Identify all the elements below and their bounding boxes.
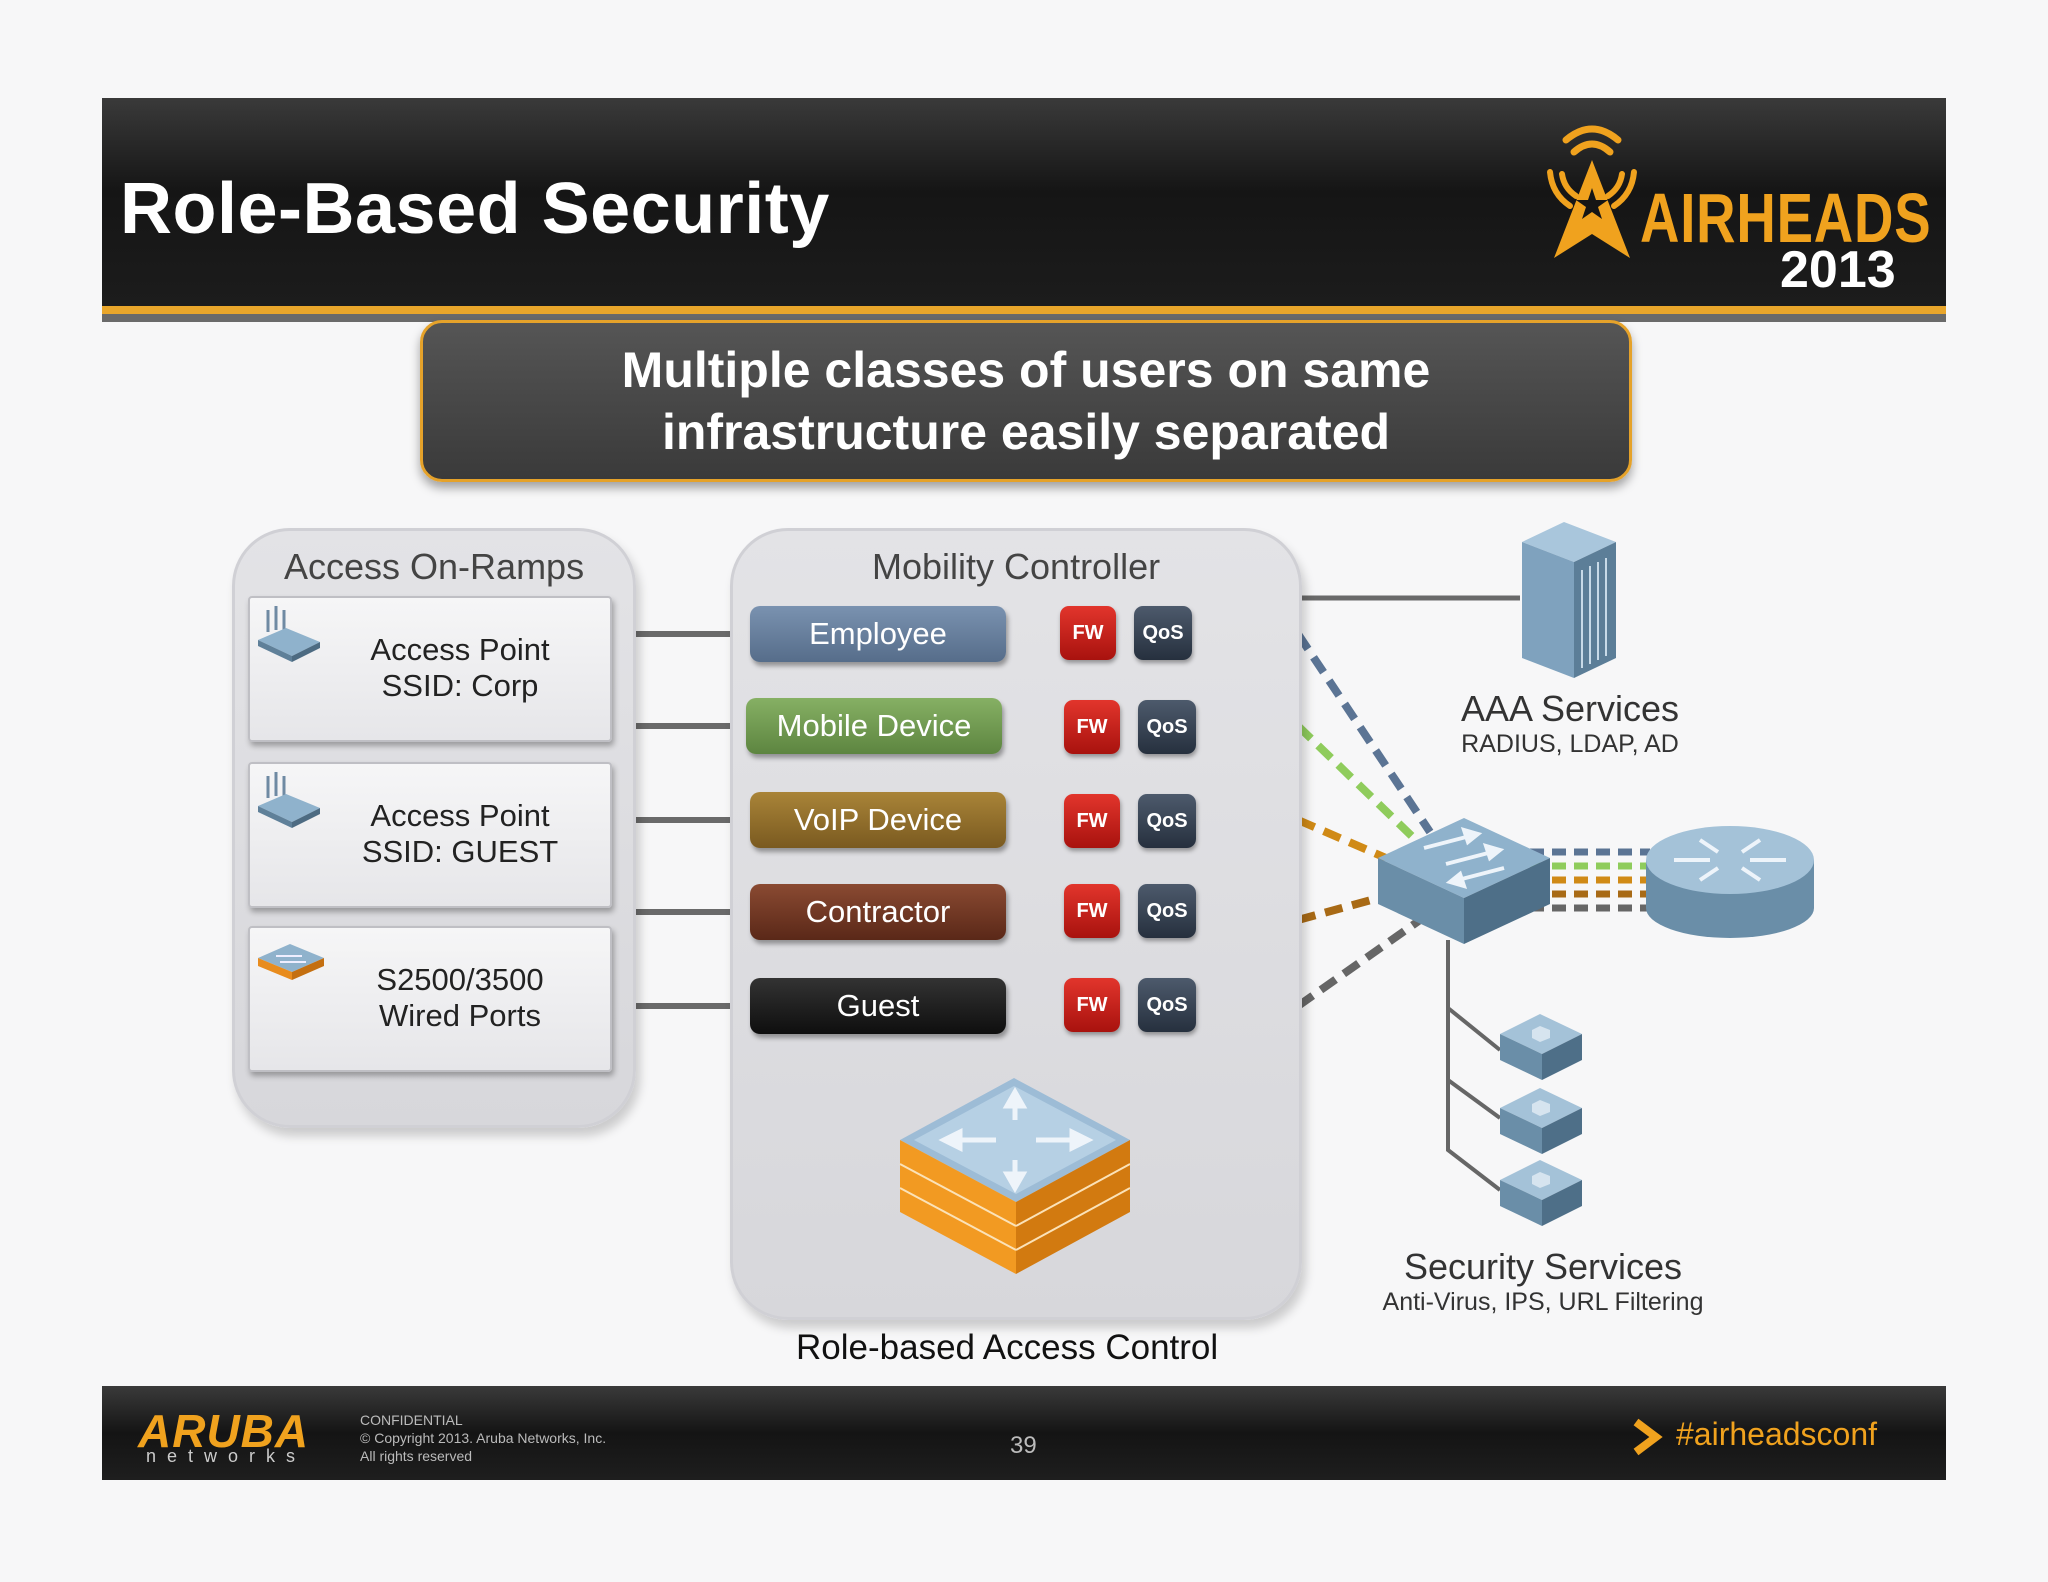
qos-badge: QoS (1138, 978, 1196, 1032)
mobile-tunnel (1295, 723, 1423, 847)
contractor-tunnel (1296, 892, 1388, 924)
role-employee: Employee (750, 606, 1006, 662)
firewall-badge: FW (1060, 606, 1116, 660)
headline-banner: Multiple classes of users on same infras… (420, 320, 1632, 482)
network-switch-icon (1378, 818, 1550, 944)
firewall-controller-icon (899, 1078, 1131, 1274)
onramp-line-2: SSID: Corp (381, 668, 539, 703)
airheads-logo-year: 2013 (1780, 241, 1896, 299)
onramp-text: Access Point SSID: GUEST (290, 798, 630, 870)
firewall-badge: FW (1064, 884, 1120, 938)
aaa-title: AAA Services (1460, 688, 1680, 729)
role-mobile-device: Mobile Device (746, 698, 1002, 754)
security-link (1446, 1006, 1502, 1052)
confidential-label: CONFIDENTIAL (360, 1412, 463, 1428)
header-bar (102, 98, 1946, 306)
rbac-caption: Role-based Access Control (796, 1328, 1219, 1367)
qos-badge: QoS (1134, 606, 1192, 660)
security-appliance-icon (1500, 1160, 1582, 1226)
security-link (1446, 1078, 1502, 1120)
firewall-badge: FW (1064, 978, 1120, 1032)
onramp-card-guest: Access Point SSID: GUEST (248, 762, 612, 908)
onramp-line-2: Wired Ports (379, 998, 541, 1033)
server-icon (1522, 522, 1616, 678)
security-title: Security Services (1403, 1246, 1683, 1287)
access-point-icon (258, 606, 320, 662)
onramp-text: S2500/3500 Wired Ports (290, 962, 630, 1034)
banner-line-2: infrastructure easily separated (661, 404, 1391, 460)
qos-badge: QoS (1138, 794, 1196, 848)
page-title: Role-Based Security (120, 169, 830, 249)
aruba-logo-text: ARUBA (138, 1405, 310, 1457)
onramp-line-1: Access Point (370, 632, 550, 667)
role-guest: Guest (750, 978, 1006, 1034)
header-accent-stripe (102, 306, 1946, 314)
onramp-line-1: Access Point (370, 798, 550, 833)
wired-switch-icon (258, 944, 324, 980)
aruba-logo-subtext: networks (146, 1446, 307, 1466)
controller-title: Mobility Controller (872, 546, 1161, 587)
security-appliance-icon (1500, 1088, 1582, 1154)
chevron-right-icon (1633, 1418, 1663, 1456)
security-link (1446, 940, 1502, 1192)
access-point-icon (258, 772, 320, 828)
qos-badge: QoS (1138, 700, 1196, 754)
airheads-logo-text: AIRHEADS (1640, 179, 1932, 257)
onramps-title: Access On-Ramps (284, 546, 585, 587)
role-voip-device: VoIP Device (750, 792, 1006, 848)
router-icon (1646, 826, 1814, 938)
guest-tunnel (1295, 916, 1423, 1010)
security-subtitle: Anti-Virus, IPS, URL Filtering (1382, 1288, 1704, 1316)
onramp-card-wired: S2500/3500 Wired Ports (248, 926, 612, 1072)
security-appliance-icon (1500, 1014, 1582, 1080)
hashtag-label: #airheadsconf (1676, 1416, 1878, 1452)
firewall-badge: FW (1064, 700, 1120, 754)
onramp-line-2: SSID: GUEST (361, 834, 559, 869)
role-contractor: Contractor (750, 884, 1006, 940)
qos-badge: QoS (1138, 884, 1196, 938)
antenna-star-icon (1547, 125, 1637, 258)
banner-line-1: Multiple classes of users on same (621, 342, 1431, 398)
copyright-label: © Copyright 2013. Aruba Networks, Inc. (360, 1430, 607, 1446)
firewall-badge: FW (1064, 794, 1120, 848)
page-number: 39 (1010, 1432, 1037, 1459)
aaa-subtitle: RADIUS, LDAP, AD (1461, 730, 1679, 758)
onramp-card-corp: Access Point SSID: Corp (248, 596, 612, 742)
employee-tunnel (1294, 631, 1434, 835)
footer-bar (102, 1386, 1946, 1480)
rights-label: All rights reserved (360, 1448, 473, 1464)
onramp-line-1: S2500/3500 (376, 962, 544, 997)
onramp-text: Access Point SSID: Corp (290, 632, 630, 704)
header-gray-stripe (102, 314, 1946, 322)
voip-tunnel (1296, 816, 1388, 862)
